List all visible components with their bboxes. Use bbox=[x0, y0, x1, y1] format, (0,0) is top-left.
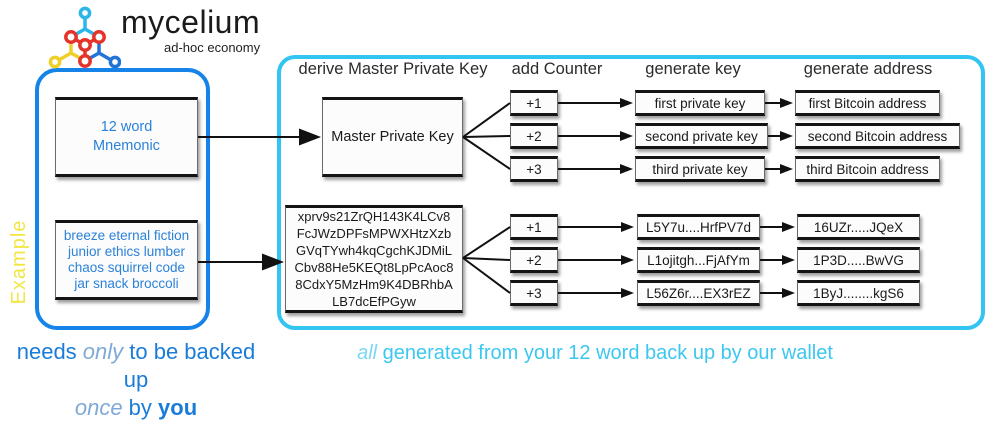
caption-text-italic: all bbox=[357, 342, 378, 364]
counter-box: +1 bbox=[510, 214, 558, 240]
counter-box: +3 bbox=[510, 280, 558, 306]
caption-text-italic: only bbox=[82, 339, 124, 364]
logo: mycelium ad-hoc economy bbox=[45, 5, 260, 75]
column-header-key: generate key bbox=[645, 60, 741, 78]
caption-text: generated from your 12 word back up by o… bbox=[377, 342, 833, 364]
mycelium-molecule-icon bbox=[48, 6, 121, 69]
seed-line: breeze eternal fiction bbox=[63, 228, 190, 243]
column-header-address: generate address bbox=[803, 60, 933, 78]
xprv-line: xprv9s21ZrQH143K4LCv8 bbox=[297, 209, 451, 224]
xprv-master-key-box: xprv9s21ZrQH143K4LCv8 FcJWzDPFsMPWXHtzXz… bbox=[285, 205, 463, 313]
address-value-box: 1ByJ........kgS6 bbox=[797, 280, 920, 306]
seed-line: junior ethics lumber bbox=[67, 244, 186, 259]
brand-tagline: ad-hoc economy bbox=[164, 40, 261, 55]
counter-box: +2 bbox=[510, 247, 558, 273]
mnemonic-line: 12 word bbox=[100, 119, 153, 135]
counter-box: +2 bbox=[510, 123, 558, 149]
logo-text: mycelium ad-hoc economy bbox=[121, 5, 260, 55]
column-header-derive: derive Master Private Key bbox=[298, 60, 488, 78]
xprv-line: 8CdxY5MzHm9K4DBRhbA bbox=[295, 277, 453, 292]
private-key-value-box: L56Z6r....EX3rEZ bbox=[637, 280, 760, 306]
xprv-line: FcJWzDPFsMPWXHtzXzb bbox=[296, 226, 452, 241]
private-key-box: second private key bbox=[635, 123, 768, 149]
seed-line: jar snack broccoli bbox=[74, 276, 179, 291]
master-private-key-box: Master Private Key bbox=[322, 97, 463, 177]
mnemonic-line: Mnemonic bbox=[93, 138, 160, 154]
brand-name: mycelium bbox=[121, 4, 261, 40]
bitcoin-address-box: second Bitcoin address bbox=[795, 123, 960, 149]
xprv-line: GVqTYwh4kqCgchKJDMiL bbox=[295, 243, 453, 258]
bitcoin-address-box: first Bitcoin address bbox=[795, 90, 940, 116]
address-value-box: 1P3D.....BwVG bbox=[797, 247, 920, 273]
xprv-line: Cbv88He5KEQt8LpPcAoc8 bbox=[294, 260, 454, 275]
private-key-box: first private key bbox=[635, 90, 765, 116]
mnemonic-box: 12 word Mnemonic bbox=[55, 97, 198, 177]
bitcoin-address-box: third Bitcoin address bbox=[795, 156, 940, 182]
caption-text-italic: once bbox=[74, 395, 123, 420]
generated-caption: all generated from your 12 word back up … bbox=[340, 342, 850, 365]
example-label: Example bbox=[8, 219, 30, 305]
private-key-value-box: L5Y7u....HrfPV7d bbox=[637, 214, 760, 240]
address-value-box: 16UZr.....JQeX bbox=[797, 214, 920, 240]
private-key-value-box: L1ojitgh...FjAfYm bbox=[637, 247, 760, 273]
private-key-box: third private key bbox=[635, 156, 765, 182]
seed-words-box: breeze eternal fiction junior ethics lum… bbox=[55, 220, 198, 300]
caption-text: by bbox=[122, 395, 159, 420]
xprv-line: LB7dcEfPGyw bbox=[332, 294, 416, 309]
counter-box: +3 bbox=[510, 156, 558, 182]
counter-box: +1 bbox=[510, 90, 558, 116]
example-panel bbox=[35, 68, 210, 330]
column-header-counter: add Counter bbox=[511, 60, 603, 78]
caption-text: needs bbox=[16, 339, 83, 364]
seed-line: chaos squirrel code bbox=[67, 260, 186, 275]
derivation-panel bbox=[277, 55, 985, 330]
backup-caption: needs only to be backed up once by you bbox=[8, 338, 264, 422]
caption-text: to be backed up bbox=[123, 339, 256, 392]
caption-text-bold: you bbox=[158, 395, 198, 420]
